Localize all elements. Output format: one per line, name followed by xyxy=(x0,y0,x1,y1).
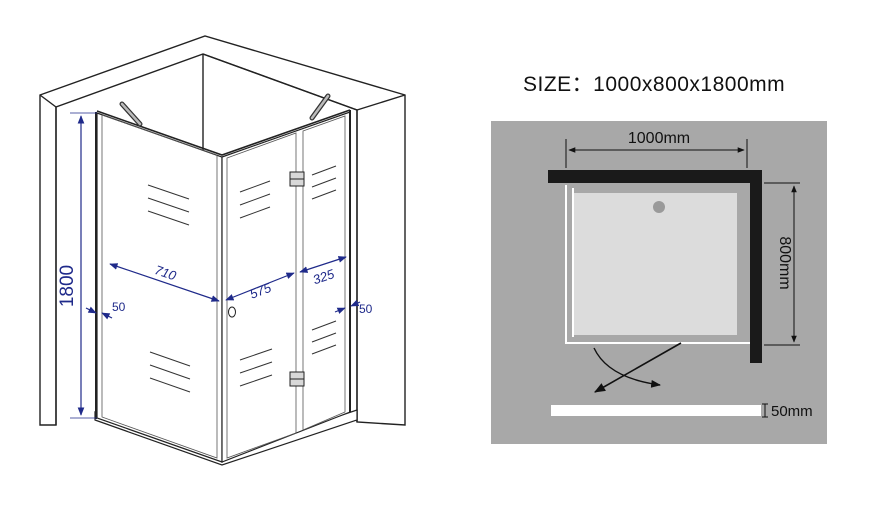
plan-tray-profile xyxy=(551,405,761,416)
plan-depth-label: 800mm xyxy=(776,236,793,289)
isometric-view: 1800 710 575 325 50 50 xyxy=(39,35,406,466)
hinge-bottom xyxy=(289,371,305,387)
plan-wall-side xyxy=(750,170,762,363)
drain-icon xyxy=(653,201,665,213)
tray-height-label: 50mm xyxy=(771,403,813,420)
right-gap-label: 50 xyxy=(359,302,373,316)
plan-glass xyxy=(565,185,750,344)
plan-tray xyxy=(573,193,737,335)
side-door-width-label: 325 xyxy=(311,266,337,287)
frosted-stripes-side xyxy=(239,165,337,387)
front-glass-panel xyxy=(96,112,223,463)
tray-height-marker xyxy=(762,403,768,418)
frosted-stripes-front xyxy=(147,184,191,393)
side-glass-panel xyxy=(221,111,351,463)
plan-width-dimension xyxy=(565,139,748,168)
left-gap-label: 50 xyxy=(112,300,126,314)
front-width-label: 710 xyxy=(153,262,179,283)
door-swing-arc xyxy=(593,347,661,388)
plan-view: 1000mm 800mm 50mm xyxy=(491,121,827,444)
plan-width-label: 1000mm xyxy=(628,130,690,147)
hinge-top xyxy=(289,171,305,187)
stabiliser-bar-right xyxy=(309,93,331,121)
height-label: 1800 xyxy=(57,265,78,307)
dimension-lines xyxy=(70,112,361,419)
plan-wall-back xyxy=(548,170,762,183)
plan-depth-dimension xyxy=(764,182,800,346)
door-swing-line xyxy=(594,342,682,393)
size-title: SIZE：1000x800x1800mm xyxy=(523,73,785,96)
door-knob xyxy=(228,306,236,318)
stabiliser-bar-left xyxy=(119,101,143,127)
